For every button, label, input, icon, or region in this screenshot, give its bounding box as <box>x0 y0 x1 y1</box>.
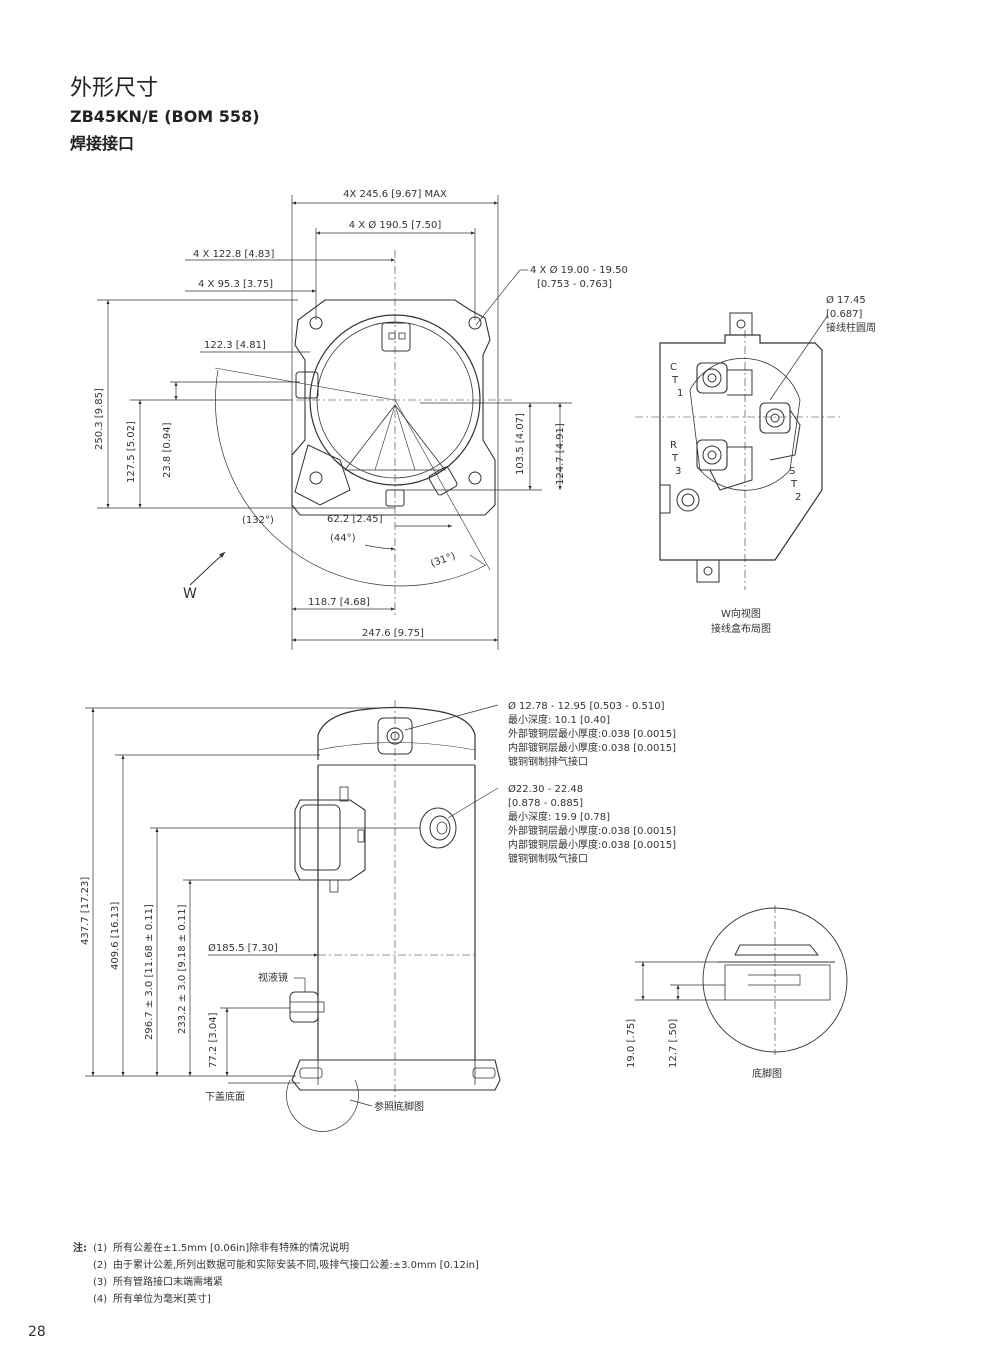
note-num: (1) <box>93 1243 108 1254</box>
terminal-post-dia-1: Ø 17.45 <box>826 294 866 306</box>
terminal-r: R <box>670 440 677 451</box>
discharge-l5: 镀铜钢制排气接口 <box>508 755 588 768</box>
model-title: ZB45KN/E (BOM 558) <box>70 107 260 126</box>
terminal-2: 2 <box>795 492 801 503</box>
dim-127-5: 127.5 [5.02] <box>126 421 137 483</box>
terminal-t2: T <box>790 479 798 490</box>
dim-437-7: 437.7 [17.23] <box>80 877 91 945</box>
note-text: 所有管路接口末端需堵紧 <box>113 1277 223 1288</box>
terminal-3: 3 <box>675 466 681 477</box>
terminal-post-label: 接线柱圆周 <box>826 321 876 334</box>
dim-103-5: 103.5 [4.07] <box>515 413 526 475</box>
bottom-cover-label: 下盖底面 <box>205 1090 245 1103</box>
dim-122-8: 4 X 122.8 [4.83] <box>193 249 275 260</box>
dim-hole-dia-2: [0.753 - 0.763] <box>537 279 612 290</box>
dim-95-3: 4 X 95.3 [3.75] <box>198 279 273 290</box>
note-num: (2) <box>93 1260 108 1271</box>
angle-132: (132°) <box>242 515 274 526</box>
dim-233-2: 233.2 ± 3.0 [9.18 ± 0.11] <box>177 904 188 1034</box>
terminal-t3: T <box>671 453 679 464</box>
dim-max-width: 4X 245.6 [9.67] MAX <box>343 189 447 200</box>
terminal-post-dia-2: [0.687] <box>826 309 863 320</box>
angle-31: (31°) <box>429 551 457 570</box>
note-text: 由于累计公差,所列出数据可能和实际安装不同,吸排气接口公差:±3.0mm [0.… <box>113 1260 479 1271</box>
foot-detail <box>635 905 848 1055</box>
dim-124-7: 124.7 [4.91] <box>555 423 566 485</box>
foot-caption: 底脚图 <box>752 1067 782 1080</box>
page-title: 外形尺寸 <box>70 76 159 101</box>
terminal-c: C <box>670 362 677 373</box>
angle-44: (44°) <box>330 533 356 544</box>
dim-409-6: 409.6 [16.13] <box>110 902 121 970</box>
dim-23-8: 23.8 [0.94] <box>162 422 173 478</box>
suction-l2: [0.878 - 0.885] <box>508 798 583 809</box>
discharge-l3: 外部镀铜层最小厚度:0.038 [0.0015] <box>508 727 676 740</box>
suction-l6: 镀铜钢制吸气接口 <box>508 852 588 865</box>
terminal-1: 1 <box>677 388 683 399</box>
dim-12-7: 12.7 [.50] <box>668 1019 679 1068</box>
dim-77-2: 77.2 [3.04] <box>208 1012 219 1068</box>
notes-label: 注: <box>73 1243 87 1254</box>
top-view <box>97 195 572 650</box>
terminal-t1: T <box>671 375 679 386</box>
dim-250-3: 250.3 [9.85] <box>94 388 105 450</box>
ref-foot-label: 参照底脚图 <box>374 1100 424 1113</box>
note-num: (3) <box>93 1277 108 1288</box>
dim-19-0: 19.0 [.75] <box>626 1019 637 1068</box>
dim-118-7: 118.7 [4.68] <box>308 597 370 608</box>
dim-122-3: 122.3 [4.81] <box>204 340 266 351</box>
dim-247-6: 247.6 [9.75] <box>362 628 424 639</box>
note-text: 所有公差在±1.5mm [0.06in]除非有特殊的情况说明 <box>113 1243 350 1254</box>
note-num: (4) <box>93 1294 108 1305</box>
discharge-l2: 最小深度: 10.1 [0.40] <box>508 713 610 726</box>
side-view <box>85 700 501 1132</box>
suction-l4: 外部镀铜层最小厚度:0.038 [0.0015] <box>508 824 676 837</box>
terminal-caption-2: 接线盒布局图 <box>711 622 771 635</box>
connection-type: 焊接接口 <box>70 134 135 153</box>
notes: 注: (1) 所有公差在±1.5mm [0.06in]除非有特殊的情况说明 (2) 由… <box>73 1240 479 1308</box>
dim-296-7: 296.7 ± 3.0 [11.68 ± 0.11] <box>144 904 155 1040</box>
dim-dia-185-5: Ø185.5 [7.30] <box>208 942 278 954</box>
terminal-s: S <box>789 466 795 477</box>
suction-l5: 内部镀铜层最小厚度:0.038 [0.0015] <box>508 838 676 851</box>
terminal-caption-1: W向视图 <box>721 607 761 620</box>
dim-62-2: 62.2 [2.45] <box>327 514 383 525</box>
sight-glass-label: 视液镜 <box>258 971 288 984</box>
suction-l3: 最小深度: 19.9 [0.78] <box>508 810 610 823</box>
terminal-box-view <box>635 312 840 590</box>
note-text: 所有单位为毫米[英寸] <box>113 1294 211 1305</box>
suction-l1: Ø22.30 - 22.48 <box>508 783 583 795</box>
view-w-label: W <box>183 586 197 602</box>
page-number: 28 <box>28 1324 46 1340</box>
dim-bolt-circle: 4 X Ø 190.5 [7.50] <box>349 219 442 231</box>
discharge-l4: 内部镀铜层最小厚度:0.038 [0.0015] <box>508 741 676 754</box>
dim-hole-dia-1: 4 X Ø 19.00 - 19.50 <box>530 264 628 276</box>
discharge-l1: Ø 12.78 - 12.95 [0.503 - 0.510] <box>508 700 665 712</box>
